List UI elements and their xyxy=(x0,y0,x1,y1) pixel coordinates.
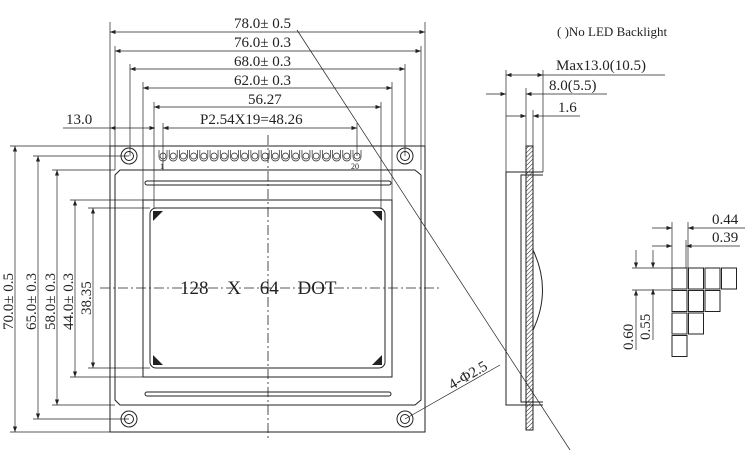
pin xyxy=(220,152,228,160)
dim-0-55: 0.55 xyxy=(638,314,654,340)
dim-70: 70.0± 0.5 xyxy=(1,273,17,330)
pin-pad xyxy=(311,150,321,162)
dim-0-44: 0.44 xyxy=(712,212,739,228)
pixel-cell xyxy=(704,267,721,290)
pin xyxy=(241,152,249,160)
module-front: 1 20 128 X 64 DOT xyxy=(100,135,440,440)
pin-20-label: 20 xyxy=(351,162,359,171)
pin-row xyxy=(158,150,362,162)
pixel-cell xyxy=(671,335,688,357)
resolution-label: 128 X 64 DOT xyxy=(180,278,337,299)
pin-pad xyxy=(158,150,168,162)
pin xyxy=(261,152,269,160)
mount-hole-tr-icon xyxy=(396,147,414,165)
width-dimensions: 78.0± 0.5 76.0± 0.3 68.0± 0.3 62.0± 0.3 … xyxy=(63,16,426,208)
backlight-note: ( )No LED Backlight xyxy=(557,24,668,39)
dim-44: 44.0± 0.3 xyxy=(61,273,77,330)
pin xyxy=(159,152,167,160)
dim-78: 78.0± 0.5 xyxy=(234,16,291,32)
dim-8: 8.0(5.5) xyxy=(549,78,597,94)
mount-hole-br-icon xyxy=(396,410,414,428)
pin-pad xyxy=(291,150,301,162)
side-view: Max13.0(10.5) 8.0(5.5) 1.6 xyxy=(486,58,665,431)
dim-68: 68.0± 0.3 xyxy=(234,54,291,70)
pixel-cell xyxy=(671,312,688,335)
hole-leader-line xyxy=(296,29,571,450)
pin xyxy=(251,152,259,160)
pixel-cell xyxy=(704,290,721,312)
dim-76: 76.0± 0.3 xyxy=(234,35,291,51)
pin-pad xyxy=(209,150,219,162)
pin xyxy=(333,152,340,160)
pin xyxy=(353,152,361,160)
dim-1-6: 1.6 xyxy=(558,100,577,116)
pin xyxy=(323,152,330,160)
dim-pin-pitch: P2.54X19=48.26 xyxy=(200,112,303,128)
dim-0-39: 0.39 xyxy=(712,230,738,246)
pin xyxy=(169,152,177,160)
dim-62: 62.0± 0.3 xyxy=(234,73,291,89)
pin-pad xyxy=(230,150,239,162)
pin xyxy=(231,152,238,160)
pin-pad xyxy=(270,150,280,162)
dim-65: 65.0± 0.3 xyxy=(24,273,40,330)
pin-pad xyxy=(301,150,311,162)
pin xyxy=(200,152,208,160)
pixel-cell xyxy=(721,267,737,290)
pin-pad xyxy=(352,150,362,162)
pin xyxy=(180,152,187,160)
pin-pad xyxy=(199,150,209,162)
pin-pad xyxy=(260,150,270,162)
pin-pad xyxy=(189,150,198,162)
pin-pad xyxy=(240,150,250,162)
pin-pad xyxy=(281,150,290,162)
pin xyxy=(271,152,279,160)
pin-1-label: 1 xyxy=(160,162,164,171)
dim-max-thickness: Max13.0(10.5) xyxy=(556,58,646,74)
pin xyxy=(292,152,300,160)
pixel-cell xyxy=(671,290,688,312)
pin-pad xyxy=(168,150,178,162)
pin-pad xyxy=(250,150,260,162)
dim-13: 13.0 xyxy=(66,112,92,128)
viewarea-corners xyxy=(153,211,382,365)
pin xyxy=(312,152,320,160)
pixel-grid xyxy=(671,267,737,357)
pin xyxy=(190,152,197,160)
hole-label: 4-Φ2.5 xyxy=(446,358,491,393)
pin-pad xyxy=(342,150,352,162)
dim-56-27: 56.27 xyxy=(248,92,282,108)
dim-0-60: 0.60 xyxy=(621,324,637,350)
pin-pad xyxy=(332,150,341,162)
pixel-cell xyxy=(688,290,704,312)
pixel-cell xyxy=(688,267,704,290)
pin-pad xyxy=(219,150,229,162)
pin xyxy=(343,152,351,160)
pixel-detail: 0.44 0.39 0.60 0.55 xyxy=(621,212,745,357)
pin xyxy=(282,152,289,160)
pixel-cell xyxy=(688,312,704,335)
pin xyxy=(210,152,218,160)
pin xyxy=(302,152,310,160)
dim-58: 58.0± 0.3 xyxy=(43,273,59,330)
dim-38-35: 38.35 xyxy=(79,281,95,315)
height-dimensions: 70.0± 0.5 65.0± 0.3 58.0± 0.3 44.0± 0.3 … xyxy=(1,145,150,433)
pin-pad xyxy=(179,150,188,162)
pixel-cell xyxy=(671,267,688,290)
pin-pad xyxy=(322,150,331,162)
